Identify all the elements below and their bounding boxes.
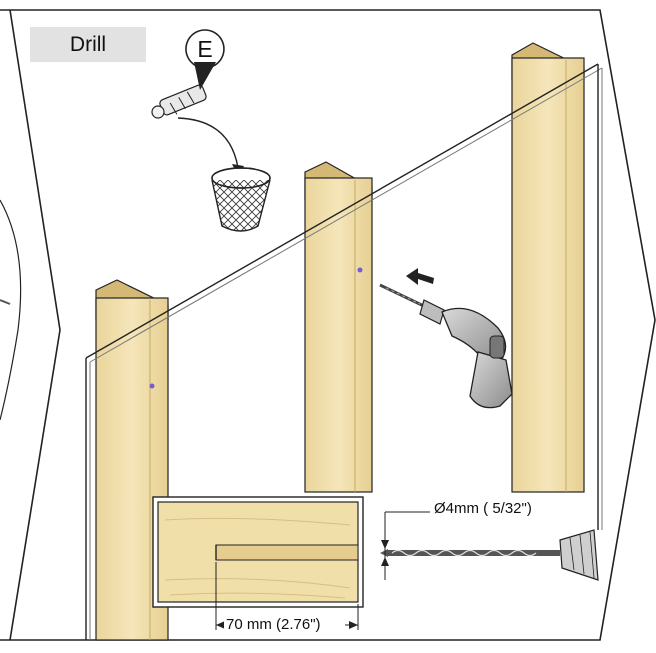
hole-mark-left — [149, 383, 155, 389]
drill-diameter-label: Ø4mm ( 5/32") — [434, 500, 532, 517]
drill-depth-label: 70 mm (2.76") — [224, 616, 323, 633]
wall-panel — [85, 63, 603, 640]
wood-stud-right — [511, 42, 585, 493]
detail-wood-block — [152, 496, 364, 608]
diameter-dimension-lines — [381, 511, 430, 580]
part-callout-letter: E — [197, 36, 213, 62]
arrow-icon — [177, 117, 244, 176]
drill-bit-icon — [380, 529, 599, 581]
step-frame — [0, 9, 656, 641]
drill-direction-arrow — [406, 268, 434, 285]
waste-basket-icon — [211, 167, 271, 232]
part-callout-marker — [185, 29, 225, 90]
wood-stud-middle — [304, 161, 373, 493]
wall-anchor-icon — [151, 84, 207, 119]
step-action-label: Drill — [69, 33, 107, 56]
power-drill-icon — [379, 283, 513, 409]
depth-dimension-lines — [215, 562, 359, 630]
step-label-box — [30, 27, 146, 62]
hole-mark-middle — [357, 267, 363, 273]
